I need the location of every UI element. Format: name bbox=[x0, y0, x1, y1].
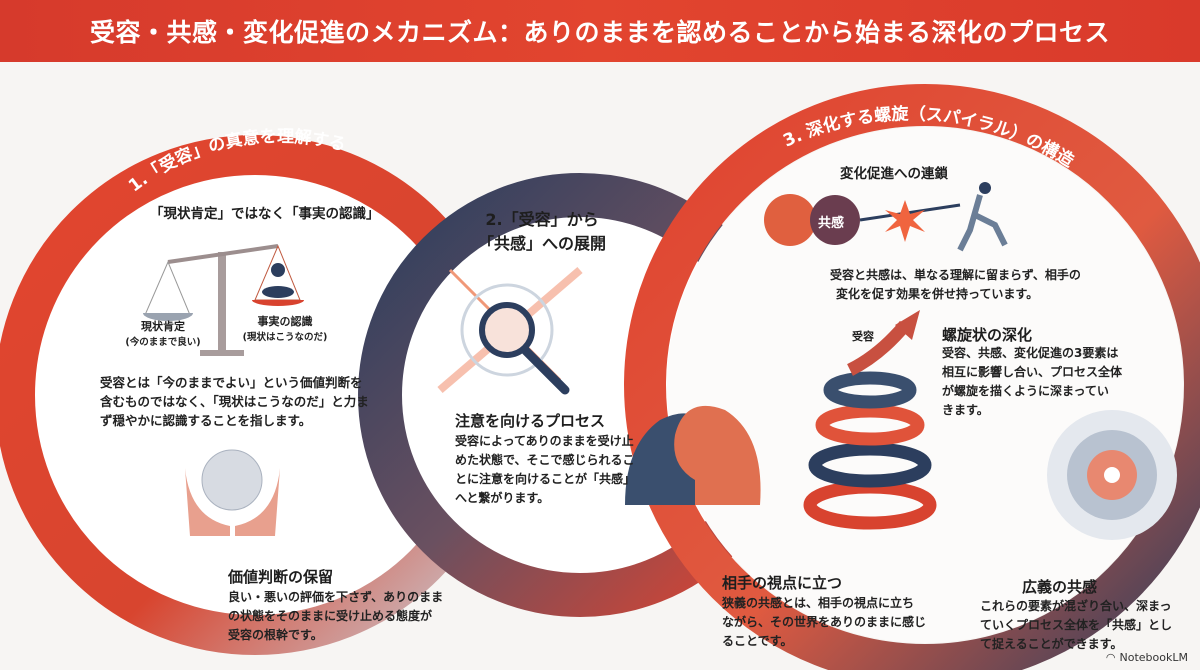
spiral-icon bbox=[803, 310, 937, 530]
arrow-icon bbox=[859, 203, 961, 222]
swirl-icon bbox=[1047, 410, 1177, 540]
hands-crystal-icon bbox=[185, 449, 280, 536]
chain-title: 変化促進への連鎖 bbox=[840, 166, 948, 182]
spiral-label: 受容 bbox=[852, 330, 874, 343]
scale-right-label: 事実の認識 bbox=[257, 315, 313, 328]
page-title: 受容・共感・変化促進のメカニズム：ありのままを認めることから始まる深化のプロセス bbox=[89, 18, 1110, 47]
title-bar: 受容・共感・変化促進のメカニズム：ありのままを認めることから始まる深化のプロセス bbox=[0, 0, 1200, 62]
body-line: きます。 bbox=[942, 403, 989, 417]
body-line: ず穏やかに認識することを指します。 bbox=[100, 413, 312, 428]
empathy-ball-label: 共感 bbox=[818, 216, 845, 231]
body-line: 含むものではなく、「現状はこうなのだ」と力ま bbox=[100, 394, 369, 409]
scale-right-note: (現状はこうなのだ) bbox=[242, 332, 328, 343]
body-line: 相互に影響し合い、プロセス全体 bbox=[942, 365, 1123, 379]
body-line: 受容、共感、変化促進の3要素は bbox=[942, 346, 1119, 360]
broad-empathy-title: 広義の共感 bbox=[1022, 578, 1098, 596]
swirl-ball-icon bbox=[764, 194, 816, 246]
section2-heading: 2.「受容」から 「共感」への展開 bbox=[478, 208, 606, 256]
empathy-ball bbox=[810, 195, 860, 245]
section1-body: 受容とは「今のままでよい」という価値判断を 含むものではなく、「現状はこうなのだ… bbox=[100, 373, 369, 430]
body-line: 受容によってありのままを受け止 bbox=[455, 434, 634, 448]
body-line: ることです。 bbox=[722, 634, 793, 648]
body-line: 受容とは「今のままでよい」という価値判断を bbox=[100, 375, 363, 390]
notebooklm-logo-icon: ◠ bbox=[1105, 651, 1116, 664]
chain-body: 受容と共感は、単なる理解に留まらず、相手の 変化を促す効果を併せ持っています。 bbox=[830, 266, 1081, 304]
scale-left-label: 現状肯定 bbox=[141, 320, 185, 333]
spark-icon bbox=[885, 200, 925, 242]
ribbon-background: 1.「受容」の真意を理解する 3. 深化する螺旋（スパイラル）の構造 bbox=[0, 84, 1200, 670]
heading-line: 「共感」への展開 bbox=[478, 234, 607, 253]
section1-subheading: 「現状肯定」ではなく「事実の認識」 bbox=[150, 206, 380, 222]
scale-left-note: (今のままで良い) bbox=[125, 337, 201, 348]
body-line: これらの要素が混ざり合い、深まっ bbox=[980, 599, 1172, 613]
magnifier-icon bbox=[437, 266, 583, 395]
section2-point-body: 受容によってありのままを受け止 めた状態で、そこで感じられるこ とに注意を向ける… bbox=[455, 432, 635, 508]
spiral-title: 螺旋状の深化 bbox=[942, 326, 1033, 344]
body-line: 変化を促す効果を併せ持っています。 bbox=[836, 287, 1039, 301]
body-line: とに注意を向けることが「共感」 bbox=[455, 472, 636, 486]
body-line: めた状態で、そこで感じられるこ bbox=[455, 453, 635, 467]
body-line: が螺旋を描くように深まってい bbox=[942, 384, 1109, 398]
heading-line: 2.「受容」から bbox=[485, 210, 599, 229]
body-line: ていくプロセス全体を「共感」とし bbox=[980, 618, 1173, 632]
brand-name: NotebookLM bbox=[1119, 651, 1188, 664]
body-line: 受容と共感は、単なる理解に留まらず、相手の bbox=[830, 268, 1081, 282]
balance-scale-icon bbox=[143, 244, 304, 356]
body-line: て捉えることができます。 bbox=[980, 637, 1123, 651]
spiral-body: 受容、共感、変化促進の3要素は 相互に影響し合い、プロセス全体 が螺旋を描くよう… bbox=[942, 344, 1122, 420]
brand-badge: ◠ NotebookLM bbox=[1106, 651, 1188, 664]
body-line: へと繋がります。 bbox=[455, 491, 550, 505]
section2-point2-body: 狭義の共感とは、相手の視点に立ち ながら、その世界をありのままに感じ ることです… bbox=[722, 594, 926, 651]
body-line: 良い・悪いの評価を下さず、ありのまま bbox=[228, 590, 444, 604]
broad-empathy-body: これらの要素が混ざり合い、深まっ ていくプロセス全体を「共感」とし て捉えること… bbox=[980, 597, 1172, 654]
two-heads-icon bbox=[625, 405, 761, 505]
section1-point-title: 価値判断の保留 bbox=[228, 568, 334, 586]
body-line: ながら、その世界をありのままに感じ bbox=[722, 615, 927, 629]
section2-point-title: 注意を向けるプロセス bbox=[455, 412, 606, 430]
body-line: 受容の根幹です。 bbox=[228, 628, 323, 642]
section3-ring bbox=[624, 84, 1200, 670]
body-line: 狭義の共感とは、相手の視点に立ち bbox=[722, 596, 915, 610]
runner-icon bbox=[957, 182, 1008, 252]
body-line: の状態をそのままに受け止める態度が bbox=[228, 609, 433, 623]
section2-point2-title: 相手の視点に立つ bbox=[722, 574, 843, 592]
section1-point-body: 良い・悪いの評価を下さず、ありのまま の状態をそのままに受け止める態度が 受容の… bbox=[228, 588, 443, 645]
